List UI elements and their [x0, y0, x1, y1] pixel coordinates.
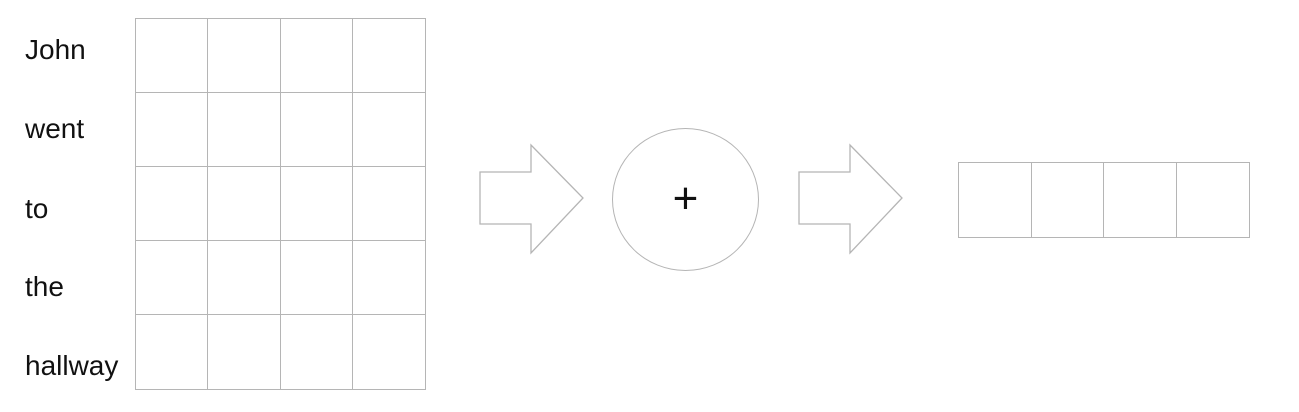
right-arrow-icon [798, 143, 903, 255]
word-label: the [25, 271, 64, 302]
matrix-cell [352, 167, 425, 241]
matrix-cell [208, 167, 281, 241]
matrix-cell [352, 93, 425, 167]
vector-cell [1177, 163, 1250, 237]
vector-cell [1032, 163, 1104, 237]
word-label: went [25, 113, 85, 144]
matrix-cell [208, 315, 281, 389]
sum-operator-circle: + [612, 128, 759, 271]
matrix-cell [352, 19, 425, 93]
plus-icon: + [672, 173, 699, 223]
vector-cell [1104, 163, 1177, 237]
right-arrow-icon [479, 143, 584, 255]
matrix-cell [136, 93, 209, 167]
output-vector [958, 162, 1250, 238]
matrix-cell [280, 167, 353, 241]
matrix-cell [352, 241, 425, 315]
matrix-cell [136, 167, 209, 241]
word-label: John [25, 34, 86, 65]
embedding-matrix [135, 18, 426, 390]
matrix-cell [136, 241, 209, 315]
matrix-cell [208, 19, 281, 93]
matrix-cell [280, 19, 353, 93]
matrix-cell [136, 19, 209, 93]
word-label: to [25, 193, 49, 224]
matrix-cell [353, 315, 425, 389]
matrix-cell [208, 241, 281, 315]
matrix-cell [281, 315, 353, 389]
matrix-cell [280, 241, 353, 315]
matrix-cell [280, 93, 353, 167]
matrix-cell [136, 315, 209, 389]
vector-cell [959, 163, 1032, 237]
word-label: hallway [25, 350, 119, 381]
matrix-cell [208, 93, 281, 167]
